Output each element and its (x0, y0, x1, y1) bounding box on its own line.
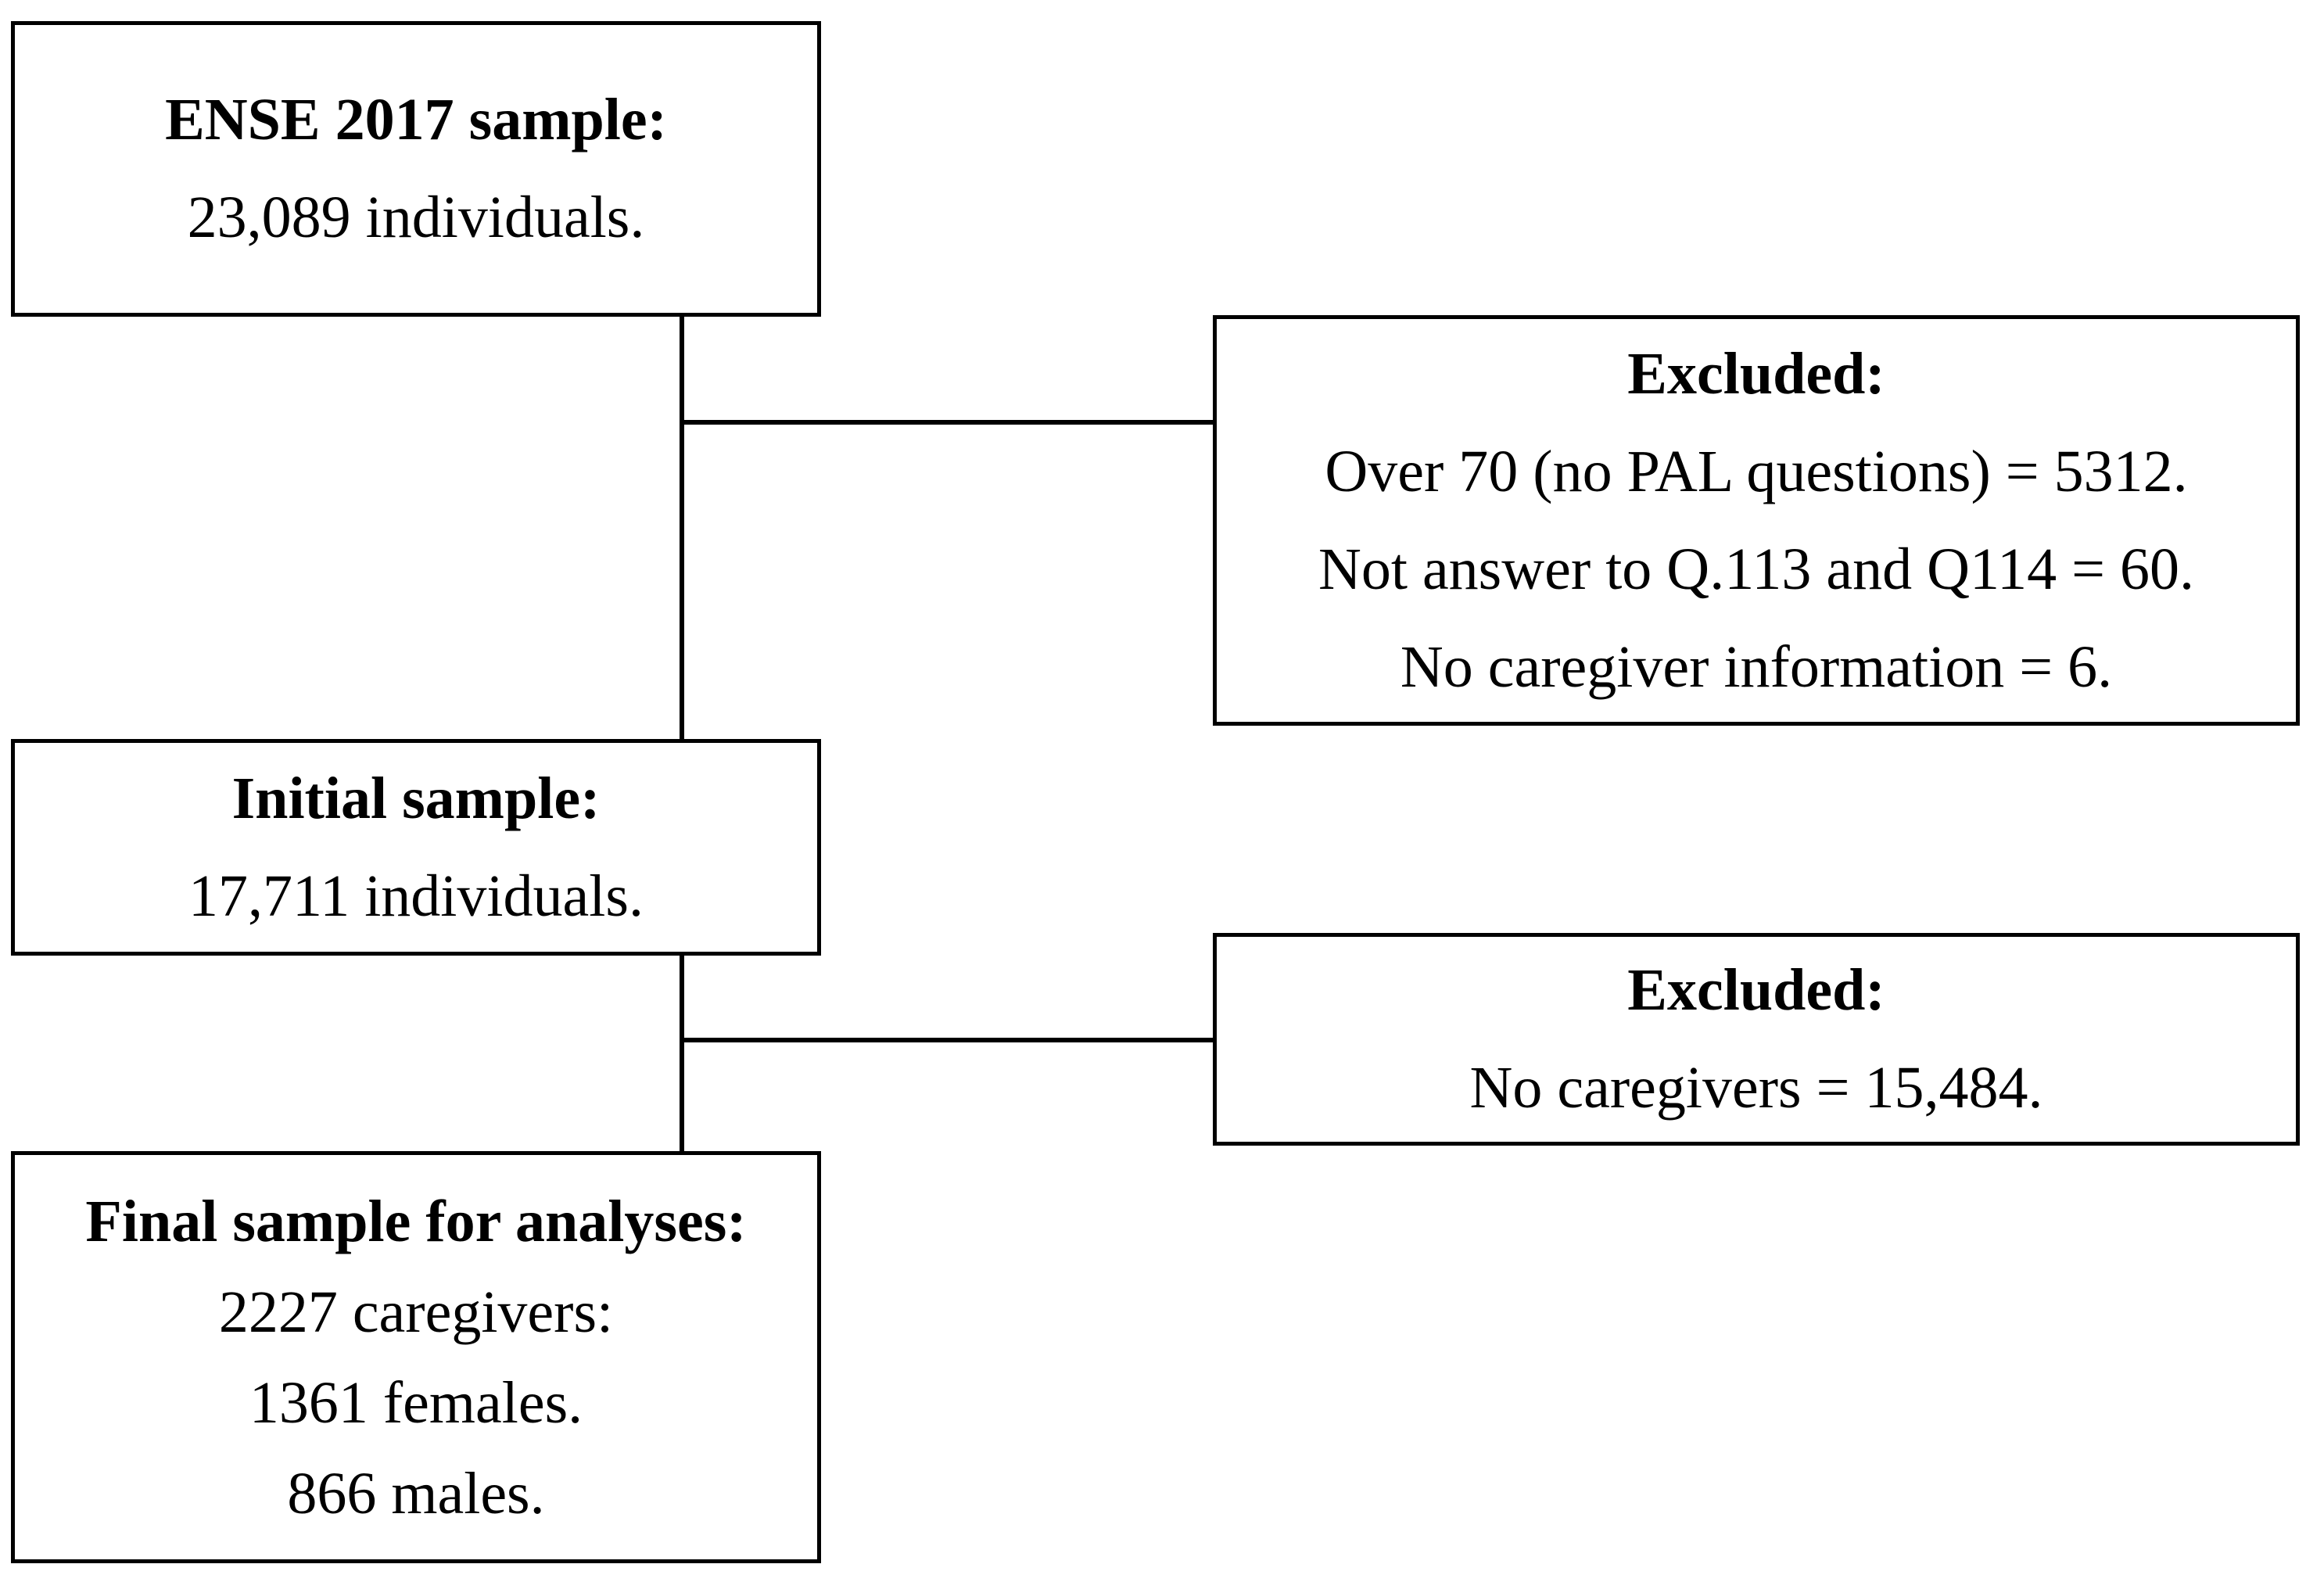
flow-box-initial-sample: Initial sample: 17,711 individuals. (11, 739, 821, 956)
box-line: No caregivers = 15,484. (1469, 1055, 2043, 1121)
box-line: 17,711 individuals. (188, 863, 644, 929)
box-title: Excluded: (1627, 340, 1885, 407)
flow-box-excluded-first: Excluded: Over 70 (no PAL questions) = 5… (1213, 315, 2300, 726)
box-line: No caregiver information = 6. (1400, 633, 2113, 700)
box-line: 1361 females. (249, 1369, 583, 1436)
flow-box-final-sample: Final sample for analyses: 2227 caregive… (11, 1151, 821, 1563)
box-title: ENSE 2017 sample: (165, 87, 667, 152)
box-line: Over 70 (no PAL questions) = 5312. (1325, 438, 2188, 504)
box-line: 2227 caregivers: (218, 1279, 614, 1345)
connector-vertical-initial-to-final (680, 956, 684, 1151)
box-title: Excluded: (1627, 957, 1885, 1023)
flow-box-ense-2017-sample: ENSE 2017 sample: 23,089 individuals. (11, 21, 821, 317)
connector-branch-to-excluded-second (682, 1038, 1213, 1042)
connector-branch-to-excluded-first (682, 420, 1213, 425)
box-title: Final sample for analyses: (85, 1188, 747, 1254)
box-line: Not answer to Q.113 and Q114 = 60. (1318, 536, 2195, 602)
box-line: 866 males. (287, 1460, 545, 1526)
box-title: Initial sample: (231, 765, 601, 831)
box-line: 23,089 individuals. (187, 185, 645, 250)
flow-box-excluded-second: Excluded: No caregivers = 15,484. (1213, 933, 2300, 1146)
connector-vertical-ense-to-initial (680, 317, 684, 739)
